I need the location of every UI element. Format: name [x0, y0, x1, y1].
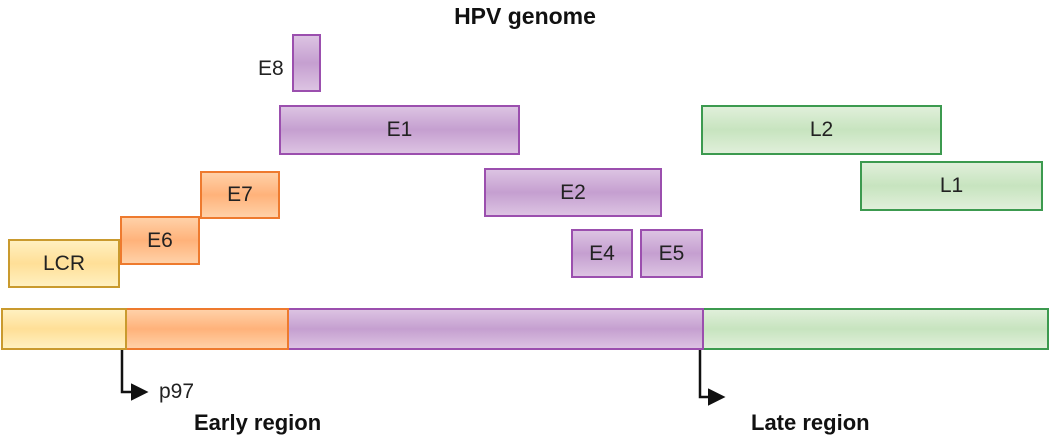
gene-l2: L2 — [701, 105, 942, 155]
gene-label-e5: E5 — [658, 241, 685, 265]
gene-e7: E7 — [200, 171, 280, 219]
lcr-box: LCR — [8, 239, 120, 288]
early-region-label: Early region — [194, 410, 322, 435]
genome-segment-oncogenes — [127, 308, 289, 350]
gene-e1: E1 — [279, 105, 520, 155]
gene-label-e6: E6 — [147, 228, 173, 252]
diagram-title: HPV genome — [454, 3, 596, 29]
genome-segment-lcr — [1, 308, 127, 350]
gene-label-e2: E2 — [560, 180, 586, 204]
gene-label-l2: L2 — [809, 118, 834, 141]
gene-l1: L1 — [860, 161, 1043, 211]
gene-e5: E5 — [640, 229, 703, 278]
gene-label-lcr: LCR — [42, 251, 85, 275]
late-region-label: Late region — [751, 410, 870, 435]
promoter-label-p97: p97 — [159, 380, 195, 403]
gene-label-e8: E8 — [258, 57, 284, 80]
gene-label-e7: E7 — [227, 183, 253, 206]
gene-e8 — [292, 34, 321, 92]
gene-label-l1: L1 — [939, 174, 964, 197]
genome-segment-early — [289, 308, 704, 350]
p97-promoter-arrow — [120, 350, 149, 401]
late-promoter-arrow — [698, 350, 726, 406]
gene-label-e4: E4 — [589, 241, 615, 265]
gene-e6: E6 — [120, 216, 200, 265]
gene-e4: E4 — [571, 229, 633, 278]
gene-label-e1: E1 — [386, 118, 413, 141]
genome-segment-late — [704, 308, 1049, 350]
gene-e2: E2 — [484, 168, 662, 217]
